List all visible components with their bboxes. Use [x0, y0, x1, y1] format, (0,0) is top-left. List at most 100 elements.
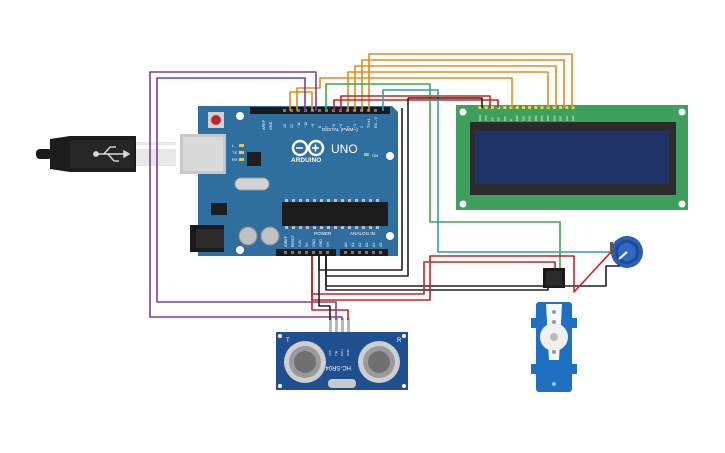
lcd-pin-label: DB0 [515, 115, 519, 121]
power-pin [312, 251, 315, 254]
power-pin-label: IOREF [284, 235, 288, 247]
digital-pin-label: ~9 [311, 124, 315, 128]
on-led-label: ON [372, 153, 378, 158]
sensor-label-r: R [397, 338, 402, 344]
potentiometer-icon [610, 236, 643, 268]
analog-pin [344, 251, 347, 254]
lcd-screen [475, 131, 669, 184]
digital-pin-label: ~6 [332, 124, 336, 128]
power-pin [298, 251, 301, 254]
analog-pin-label: A2 [358, 243, 362, 247]
lcd-pin [565, 106, 569, 109]
lcd-pin-label: DB4 [540, 115, 544, 121]
power-pin-label: 3.3V [298, 239, 302, 247]
arduino-model: UNO [331, 142, 358, 156]
lcd-pin-label: DB7 [559, 115, 563, 121]
analog-pin-label: A3 [365, 243, 369, 247]
sensor-pin-label: Trig [334, 351, 338, 356]
lcd-pin-label: V0 [490, 117, 494, 121]
power-pin [305, 251, 308, 254]
digital-pin-label: 8 [318, 126, 322, 128]
power-pin-label: GND [319, 239, 323, 247]
lcd-pin-label: DB1 [521, 115, 525, 121]
power-pin-label: GND [312, 239, 316, 247]
power-pin-label: 5V [305, 242, 309, 247]
lcd-pin [515, 106, 519, 109]
sensor-pin-label: Echo [340, 349, 344, 356]
lcd-pin [490, 106, 494, 109]
digital-pin [374, 109, 377, 112]
lcd-pin-label: DB2 [528, 115, 532, 121]
arduino-brand: ARDUINO [291, 157, 321, 164]
lcd-pin [571, 106, 575, 109]
lcd-pin-label: DB5 [546, 115, 550, 121]
lcd-pin-label: E [509, 119, 513, 121]
digital-pin-label: RX←0 [374, 117, 378, 128]
lcd-pin [534, 106, 538, 109]
power-pin-label: Vin [326, 242, 330, 247]
digital-pin-label: 2 [360, 126, 364, 128]
analog-pin [358, 251, 361, 254]
digital-pin-label: TX➜1 [367, 118, 371, 128]
sensor-pin [335, 318, 338, 332]
servo-icon [531, 268, 577, 392]
digital-pin-label: ~10 [304, 122, 308, 128]
power-pin-label: RESET [291, 234, 295, 247]
digital-pin-label: 13 [283, 124, 287, 128]
analog-pin [351, 251, 354, 254]
analog-pin-label: A1 [351, 243, 355, 247]
analog-pin-label: A0 [344, 243, 348, 247]
sensor-pin-label: VCC [328, 349, 332, 356]
lcd-pin [509, 106, 513, 109]
analog-pin [365, 251, 368, 254]
lcd-pin [503, 106, 507, 109]
sensor-pin [347, 318, 350, 332]
usb-icon [93, 146, 131, 162]
digital-pin-label: 4 [346, 126, 350, 128]
lcd-pin-label: LED [565, 116, 569, 121]
lcd-pin [540, 106, 544, 109]
aref-label: AREF [262, 119, 266, 130]
digital-pin-label: ~5 [339, 124, 343, 128]
rx-led-label: RX [232, 157, 238, 162]
lcd-pin-label: GND [478, 115, 482, 121]
analog-pin [379, 251, 382, 254]
reset-button [211, 115, 221, 125]
digital-pin [283, 109, 286, 112]
sensor-label-t: T [286, 338, 290, 344]
analog-pin-label: A5 [379, 243, 383, 247]
power-pin [319, 251, 322, 254]
digital-pin-label: 12 [290, 124, 294, 128]
l-led-label: L [232, 143, 235, 148]
analog-header [340, 249, 388, 256]
lcd-pin-label: LED [571, 116, 575, 121]
lcd-pin [528, 106, 532, 109]
digital-pin [290, 109, 293, 112]
lcd-pin [521, 106, 525, 109]
power-pin [291, 251, 294, 254]
lcd-pin [484, 106, 488, 109]
digital-pin-label: 7 [325, 126, 329, 128]
digital-pin [318, 109, 321, 112]
sensor-model: HC-SR04 [325, 364, 351, 370]
digital-pin-label: ~11 [297, 122, 301, 128]
gnd-label: GND [269, 121, 273, 130]
lcd-pin-label: VCC [484, 115, 488, 121]
power-label: POWER [314, 231, 332, 236]
tx-led-label: TX [232, 150, 237, 155]
digital-pin-label: ~3 [353, 124, 357, 128]
analog-pin-label: A4 [372, 243, 376, 247]
lcd-pin-label: RW [503, 116, 507, 121]
digital-label: DIGITAL (PWM~) [322, 127, 358, 132]
analog-label: ANALOG IN [350, 231, 375, 236]
sensor-pin [341, 318, 344, 332]
lcd-pin [478, 106, 482, 109]
lcd-pin-label: DB3 [534, 115, 538, 121]
sensor-pin [329, 318, 332, 332]
usb-cable [36, 136, 176, 172]
sensor-pin-label: GND [346, 349, 350, 357]
